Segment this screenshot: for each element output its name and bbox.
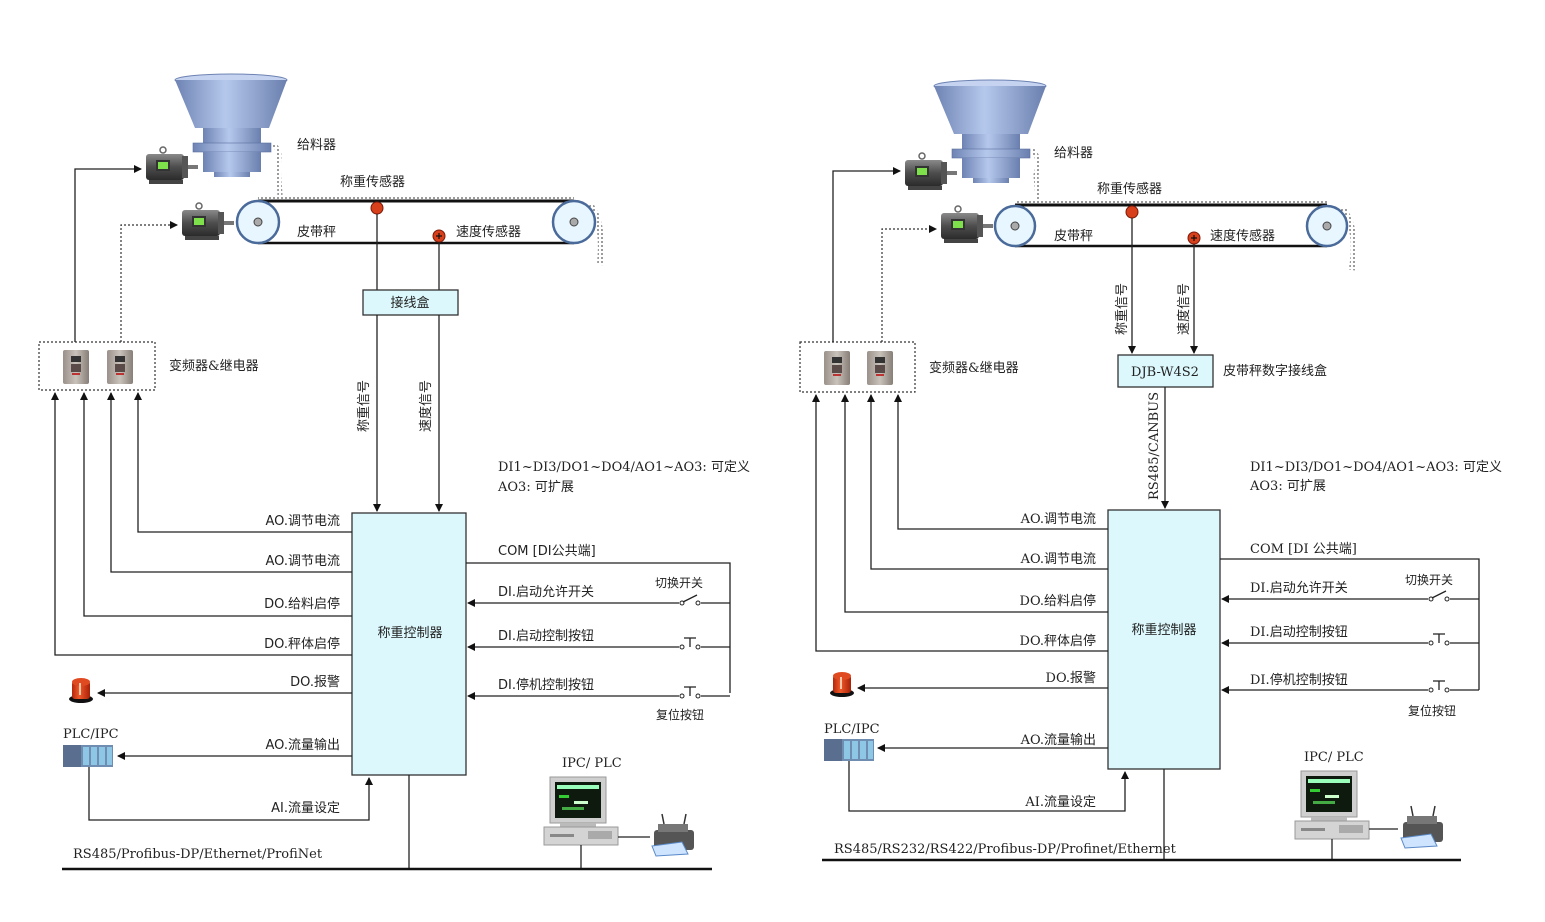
io-note-line2: AO3: 可扩展 <box>497 480 574 495</box>
ao-current-2-label: AO.调节电流 <box>265 554 340 569</box>
speed-sensor-label: 速度传感器 <box>456 224 521 240</box>
material-flow <box>271 142 283 196</box>
do-alarm-label: DO.报警 <box>1046 670 1096 686</box>
link-label: RS485/CANBUS <box>1147 392 1162 500</box>
reset-button-label: 复位按钮 <box>656 707 704 722</box>
di-enable-label: DI.启动允许开关 <box>1250 580 1348 596</box>
vfd-relay-group <box>799 341 916 393</box>
belt-scale-label: 皮带秤 <box>1054 229 1093 244</box>
junction-box-label: 接线盒 <box>390 295 429 311</box>
di-start-label: DI.启动控制按钮 <box>498 629 594 644</box>
weigh-sensor-icon <box>370 201 384 215</box>
ao-current-1-label: AO.调节电流 <box>1020 512 1096 527</box>
selector-switch-icon[interactable] <box>1431 590 1447 599</box>
right-diagram: 给料器 称重传感器 皮带秤 速度传感器 称重信号 速度信号 DJB-W4S2 皮… <box>799 79 1502 862</box>
stop-button-icon[interactable] <box>684 686 696 696</box>
belt-motor-icon <box>181 202 235 241</box>
plc-rack-icon <box>824 739 874 761</box>
do-scale-label: DO.秤体启停 <box>264 636 340 652</box>
weight-signal-label: 称重信号 <box>356 380 372 432</box>
junction-box-desc: 皮带秤数字接线盒 <box>1223 363 1327 379</box>
speed-signal-label: 速度信号 <box>1176 283 1192 335</box>
weigh-sensor-label: 称重传感器 <box>1097 181 1162 197</box>
ipc-plc-label: IPC/ PLC <box>562 756 622 771</box>
bus-label: RS485/Profibus-DP/Ethernet/ProfiNet <box>73 847 323 862</box>
feeder-hopper-icon <box>933 79 1047 183</box>
io-note-line1: DI1~DI3/DO1~DO4/AO1~AO3: 可定义 <box>1250 460 1502 475</box>
bus-label: RS485/RS232/RS422/Profibus-DP/Profinet/E… <box>834 842 1177 857</box>
vfd-icon <box>107 350 133 384</box>
weigh-sensor-icon <box>1125 205 1139 219</box>
controller-label: 称重控制器 <box>1131 622 1196 638</box>
switch-label: 切换开关 <box>1405 573 1453 587</box>
io-note-line2: AO3: 可扩展 <box>1249 479 1326 494</box>
do-alarm-label: DO.报警 <box>290 674 340 690</box>
do-feed-label: DO.给料启停 <box>264 596 340 612</box>
printer-icon <box>651 813 695 857</box>
ao-current-2-label: AO.调节电流 <box>1020 552 1096 567</box>
com-label: COM [DI 公共端] <box>1250 542 1357 557</box>
vfd-relay-group <box>38 341 156 391</box>
junction-box-label: DJB-W4S2 <box>1131 365 1199 380</box>
feeder-label: 给料器 <box>297 138 336 153</box>
feeder-label: 给料器 <box>1054 146 1093 161</box>
plc-ipc-label: PLC/IPC <box>824 722 880 737</box>
belt-motor-icon <box>940 205 994 244</box>
stop-button-icon[interactable] <box>1433 680 1445 690</box>
feeder-motor-icon <box>904 152 958 191</box>
belt-conveyor-icon <box>993 199 1357 271</box>
belt-scale-label: 皮带秤 <box>297 225 336 240</box>
do-feed-label: DO.给料启停 <box>1020 593 1096 609</box>
plc-ipc-label: PLC/IPC <box>63 727 119 742</box>
vfd-relay-label: 变频器&继电器 <box>169 358 259 374</box>
alarm-lamp-icon <box>69 678 93 703</box>
start-button-icon[interactable] <box>1433 633 1445 643</box>
weigh-sensor-label: 称重传感器 <box>340 174 405 190</box>
di-enable-label: DI.启动允许开关 <box>498 584 594 600</box>
di-start-label: DI.启动控制按钮 <box>1250 625 1348 640</box>
controller-label: 称重控制器 <box>377 625 442 641</box>
ao-flow-out-label: AO.流量输出 <box>1020 732 1096 748</box>
material-flow <box>1029 147 1041 201</box>
selector-switch-icon[interactable] <box>682 594 698 603</box>
digital-junction-box[interactable] <box>1117 354 1214 388</box>
feeder-hopper-icon <box>174 73 288 177</box>
junction-box[interactable] <box>362 289 459 316</box>
ai-flow-set-label: AI.流量设定 <box>271 801 340 816</box>
io-note-line1: DI1~DI3/DO1~DO4/AO1~AO3: 可定义 <box>498 460 750 475</box>
alarm-lamp-icon <box>830 672 854 697</box>
weighing-controller[interactable] <box>1107 509 1221 770</box>
switch-label: 切换开关 <box>655 576 703 590</box>
com-label: COM [DI公共端] <box>498 544 596 559</box>
workstation-icon <box>543 776 619 846</box>
ipc-plc-label: IPC/ PLC <box>1304 750 1364 765</box>
feeder-motor-icon <box>145 146 199 185</box>
weighing-controller[interactable] <box>351 512 467 776</box>
weight-signal-label: 称重信号 <box>1114 283 1130 335</box>
di-stop-label: DI.停机控制按钮 <box>1250 672 1348 688</box>
do-scale-label: DO.秤体启停 <box>1020 633 1096 649</box>
vfd-icon <box>824 351 850 385</box>
belt-conveyor-icon <box>235 196 604 266</box>
printer-icon <box>1400 805 1444 849</box>
start-button-icon[interactable] <box>684 637 696 647</box>
di-stop-label: DI.停机控制按钮 <box>498 677 594 693</box>
ao-flow-out-label: AO.流量输出 <box>265 737 340 753</box>
vfd-icon <box>867 351 893 385</box>
vfd-relay-label: 变频器&继电器 <box>929 360 1019 376</box>
workstation-icon <box>1294 770 1370 840</box>
speed-sensor-label: 速度传感器 <box>1210 228 1275 244</box>
left-diagram: 给料器 称重传感器 皮带秤 速度传感器 接线盒 称重信号 速度信号 <box>38 73 750 871</box>
ao-current-1-label: AO.调节电流 <box>265 514 340 529</box>
plc-rack-icon <box>63 745 113 767</box>
vfd-icon <box>63 350 89 384</box>
reset-button-label: 复位按钮 <box>1408 703 1456 718</box>
ai-flow-set-label: AI.流量设定 <box>1024 795 1096 810</box>
speed-signal-label: 速度信号 <box>418 380 434 432</box>
